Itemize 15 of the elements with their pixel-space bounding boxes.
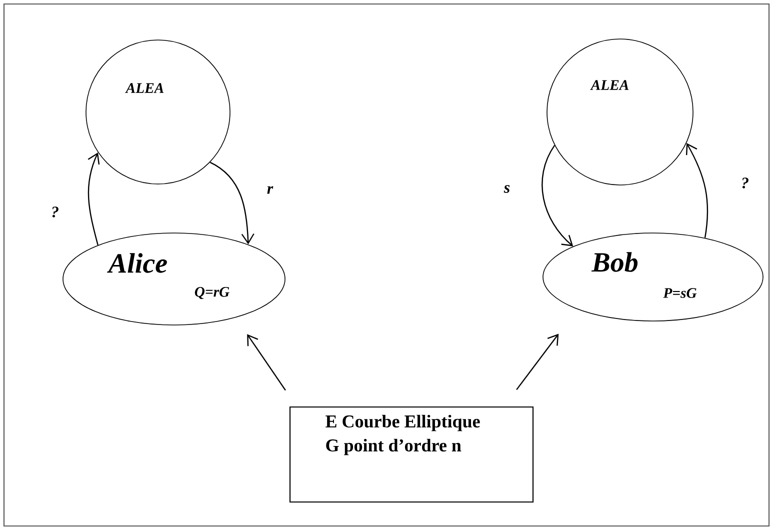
arrow [88, 152, 100, 246]
arrow [542, 145, 574, 246]
edge-label: ? [740, 176, 750, 190]
ellipse-node: Alice Q=rG [62, 232, 286, 326]
text-box: E Courbe Elliptique G point d’ordre n [289, 406, 534, 503]
edge-label: ? [50, 205, 60, 219]
arrow [210, 162, 254, 244]
edge-label: s [502, 184, 512, 194]
arrow [516, 334, 559, 390]
arrow [686, 143, 708, 238]
arrow [247, 334, 286, 391]
circle-node: ALEA [86, 40, 230, 184]
edge-label: r [266, 184, 274, 196]
circle-node: ALEA [546, 38, 694, 186]
ellipse-node: Bob P=sG [542, 232, 764, 322]
